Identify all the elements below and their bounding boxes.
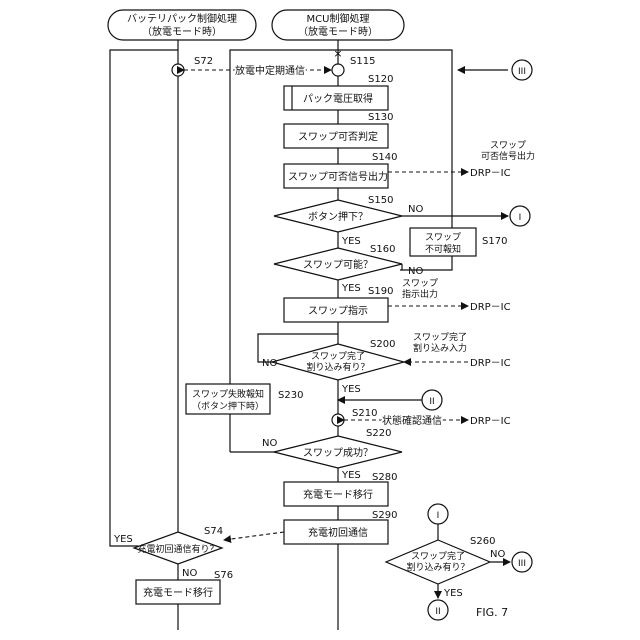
connector-1-in-label: I [437, 511, 440, 521]
s72-label: S72 [194, 56, 213, 67]
s74-yes: YES [113, 534, 133, 545]
s160-no: NO [408, 266, 423, 277]
s140-text: スワップ可否信号出力 [288, 170, 388, 183]
s220-label: S220 [366, 428, 391, 439]
s230-text-1: スワップ失敗報知 [192, 388, 264, 400]
s200-no: NO [262, 358, 277, 369]
s150-no: NO [408, 204, 423, 215]
s220-yes: YES [341, 470, 361, 481]
mcu-lane-header: MCU制御処理 （放電モード時） [272, 10, 404, 40]
s76-label: S76 [214, 570, 233, 581]
s120-text: パック電圧取得 [303, 93, 373, 105]
s210-label: S210 [352, 408, 377, 419]
s120-label: S120 [368, 74, 393, 85]
swap-instruct-label-1: スワップ [402, 278, 438, 289]
mcu-lane-subtitle: （放電モード時） [298, 25, 378, 38]
s130-text: スワップ可否判定 [298, 130, 378, 143]
s210-node [332, 414, 344, 426]
s200-text-2: 割り込み有り？ [306, 361, 369, 373]
s140-label: S140 [372, 152, 397, 163]
s150-yes: YES [341, 236, 361, 247]
s260-yes: YES [443, 588, 463, 599]
s220-no: NO [262, 438, 277, 449]
s160-label: S160 [370, 244, 395, 255]
swap-signal-label-2: 可否信号出力 [481, 150, 535, 162]
battery-loop-line [110, 50, 178, 546]
s74-text: 充電初回通信有り？ [137, 543, 218, 555]
drp-ic-2: DRP－IC [470, 302, 511, 313]
s260-no: NO [490, 549, 505, 560]
s74-label: S74 [204, 526, 223, 537]
battery-lane-subtitle: （放電モード時） [142, 25, 222, 38]
s115-label: S115 [350, 56, 375, 67]
swap-instruct-label-2: 指示出力 [402, 288, 438, 300]
s280-label: S280 [372, 472, 397, 483]
start-x-mark: × [333, 47, 342, 60]
s130-label: S130 [368, 112, 393, 123]
s190-text: スワップ指示 [308, 304, 368, 317]
s290-text: 充電初回通信 [308, 526, 368, 539]
s200-text-1: スワップ完了 [311, 350, 365, 362]
drp-ic-1: DRP－IC [470, 168, 511, 179]
periodic-comm-label: 放電中定期通信 [235, 64, 305, 77]
s230-label: S230 [278, 390, 303, 401]
s290-label: S290 [372, 510, 397, 521]
status-comm-label: 状態確認通信 [382, 414, 442, 427]
s190-label: S190 [368, 286, 393, 297]
s200-label: S200 [370, 339, 395, 350]
s72-merge-node [172, 64, 184, 76]
swap-signal-label-1: スワップ [490, 140, 526, 151]
s76-text: 充電モード移行 [143, 586, 213, 599]
s230-text-2: （ボタン押下時） [192, 400, 264, 412]
s74-no: NO [182, 568, 197, 579]
connector-1-out-label: I [519, 213, 522, 223]
battery-lane-header: バッテリパック制御処理 （放電モード時） [108, 10, 256, 40]
swap-done-label-2: 割り込み入力 [413, 342, 467, 354]
drp-ic-4: DRP－IC [470, 416, 511, 427]
swap-done-label-1: スワップ完了 [413, 331, 467, 343]
s150-label: S150 [368, 195, 393, 206]
connector-2-out-label: II [435, 607, 440, 617]
s115-merge-node [332, 64, 344, 76]
connector-3-out-label: III [518, 559, 526, 569]
s170-text-2: 不可報知 [425, 243, 461, 255]
s260-text-1: スワップ完了 [411, 550, 465, 562]
s170-label: S170 [482, 236, 507, 247]
s160-yes: YES [341, 283, 361, 294]
s260-label: S260 [470, 536, 495, 547]
initial-comm-arrow [224, 532, 284, 540]
s160-text: スワップ可能？ [303, 258, 373, 271]
s200-yes: YES [341, 384, 361, 395]
connector-2-in-label: II [429, 397, 434, 407]
mcu-lane-title: MCU制御処理 [307, 12, 370, 25]
battery-lane-title: バッテリパック制御処理 [127, 12, 237, 25]
drp-ic-3: DRP－IC [470, 358, 511, 369]
s260-text-2: 割り込み有り？ [406, 561, 469, 573]
s220-text: スワップ成功？ [303, 447, 373, 459]
s170-text-1: スワップ [425, 232, 461, 243]
s280-text: 充電モード移行 [303, 488, 373, 501]
connector-3-top-label: III [518, 67, 526, 77]
s150-text: ボタン押下？ [308, 210, 368, 223]
figure-label: FIG. 7 [476, 606, 508, 619]
